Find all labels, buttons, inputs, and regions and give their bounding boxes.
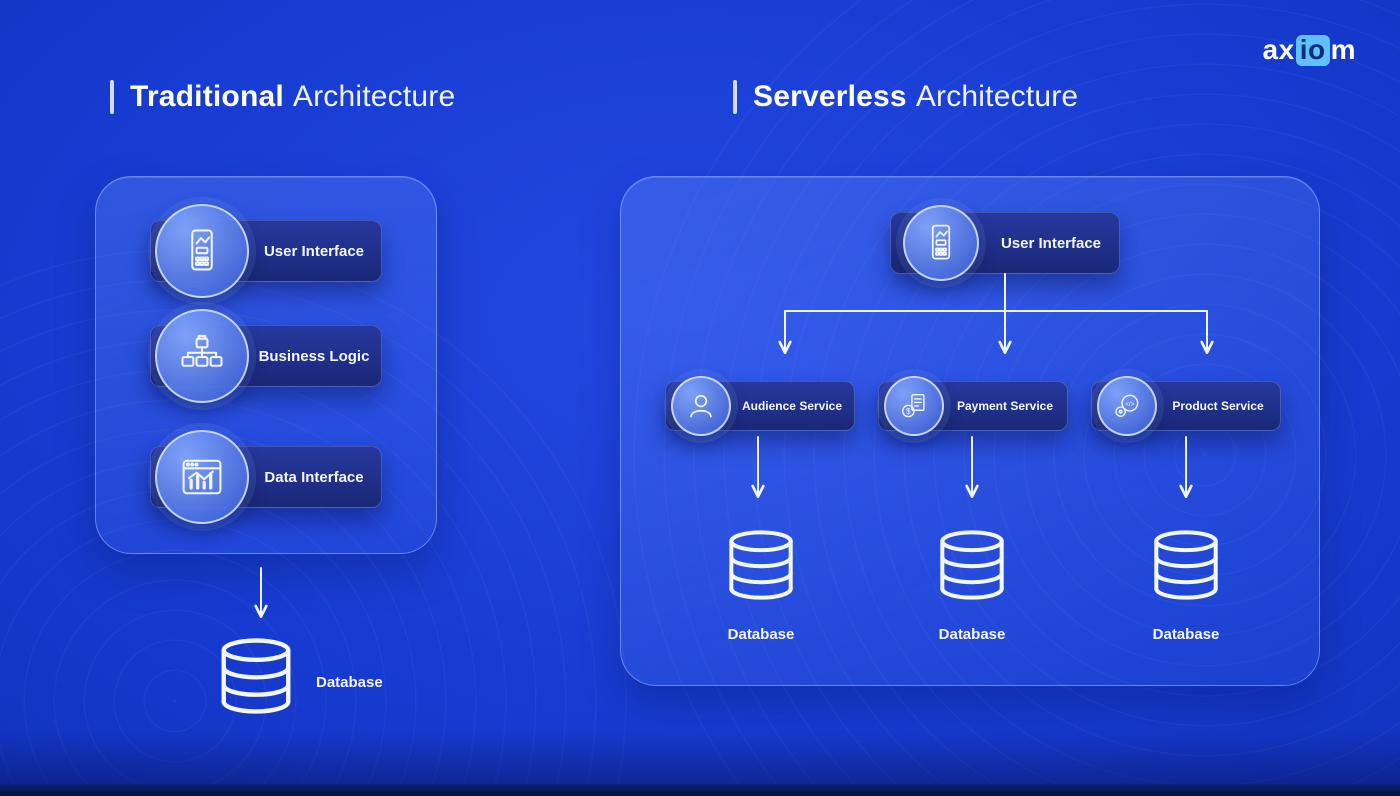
- payment-icon: $: [884, 376, 944, 436]
- serverless-database-label: Database: [1152, 626, 1220, 643]
- phone-chart-icon: [903, 205, 979, 281]
- person-icon: [671, 376, 731, 436]
- title-accent-bar: [110, 80, 114, 114]
- logo-text-prefix: ax: [1262, 34, 1295, 65]
- traditional-database-label: Database: [316, 674, 383, 691]
- database-icon: [214, 636, 298, 716]
- title-light-word: Architecture: [292, 80, 456, 113]
- svg-text:$: $: [906, 407, 911, 416]
- phone-chart-icon: [155, 204, 249, 298]
- node-label: Audience Service: [741, 399, 843, 413]
- bottom-edge-bar: [0, 784, 1400, 796]
- flowchart-icon: [155, 309, 249, 403]
- svg-text:</>: </>: [1125, 401, 1134, 408]
- node-label: User Interface: [1000, 234, 1102, 252]
- database-icon: [934, 528, 1010, 602]
- logo-box-io: io: [1295, 34, 1330, 66]
- title-accent-bar: [733, 80, 737, 114]
- title-bold-word: Traditional: [130, 80, 284, 113]
- node-label: User Interface: [263, 242, 365, 260]
- serverless-database-label: Database: [727, 626, 795, 643]
- node-label: Product Service: [1172, 399, 1264, 413]
- axiom-logo: ax io m: [1263, 34, 1356, 66]
- title-bold-word: Serverless: [753, 80, 907, 113]
- title-light-word: Architecture: [915, 80, 1079, 113]
- bottom-shadow: [0, 730, 1400, 784]
- serverless-database-label: Database: [938, 626, 1006, 643]
- code-icon: </>: [1097, 376, 1157, 436]
- logo-text-suffix: m: [1330, 34, 1356, 65]
- node-label: Business Logic: [258, 347, 370, 365]
- node-label: Payment Service: [956, 399, 1054, 413]
- node-label: Data Interface: [264, 468, 364, 486]
- database-icon: [723, 528, 799, 602]
- browser-chart-icon: [155, 430, 249, 524]
- database-icon: [1148, 528, 1224, 602]
